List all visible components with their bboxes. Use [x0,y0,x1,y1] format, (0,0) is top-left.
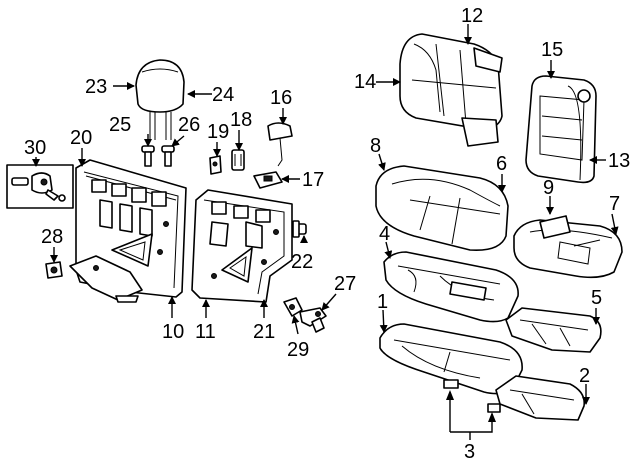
callout-4: 4 [379,223,390,245]
headrest-guide-left [141,145,155,167]
callout-2: 2 [579,365,590,387]
callout-7: 7 [609,193,620,215]
callout-16: 16 [270,87,292,109]
seatback-frame-right [191,189,293,303]
callout-28: 28 [41,226,63,248]
callout-30: 30 [24,137,46,159]
callout-15: 15 [541,39,563,61]
callout-20: 20 [70,127,92,149]
callout-5: 5 [591,287,602,309]
callout-18: 18 [230,109,252,131]
callout-14: 14 [354,71,376,93]
clip-28 [45,261,63,279]
callout-21: 21 [253,321,275,343]
clip-kit-box [6,164,74,209]
latch-27 [299,307,327,333]
leader-lines [32,24,619,440]
callout-25: 25 [109,114,131,136]
callout-6: 6 [496,153,507,175]
callout-13: 13 [608,150,630,172]
seatback-side [525,75,597,184]
callout-numbers: 12 15 14 13 8 6 9 7 4 5 1 2 3 23 24 16 2… [24,5,630,463]
callout-19: 19 [207,121,229,143]
callout-1: 1 [377,291,388,313]
part-19 [209,155,222,175]
callout-26: 26 [178,114,200,136]
callout-8: 8 [370,135,381,157]
callout-27: 27 [334,273,356,295]
seatback-cover [399,33,503,147]
callout-29: 29 [287,339,309,361]
part-18 [231,149,245,171]
latch-29 [283,297,303,317]
bushing-22 [292,220,307,238]
callout-22: 22 [291,251,313,273]
callout-24: 24 [212,84,234,106]
strap-16 [267,122,293,167]
seat-cushion-side [513,215,623,279]
seat-frame-1 [379,323,523,395]
bracket-17 [253,171,283,189]
callout-3: 3 [464,441,475,463]
callout-10: 10 [162,321,184,343]
seat-frame-2 [487,375,586,421]
headrest-guide-right [161,145,175,167]
callout-12: 12 [461,5,483,27]
seatback-frame-left [69,159,187,303]
headrest [135,59,185,140]
seat-pad-5 [505,307,602,353]
seat-pad-4 [383,251,519,323]
callout-11: 11 [195,321,216,343]
seat-cushion-cover [375,165,509,252]
callout-9: 9 [543,177,554,199]
callout-17: 17 [302,169,324,191]
callout-23: 23 [85,76,107,98]
